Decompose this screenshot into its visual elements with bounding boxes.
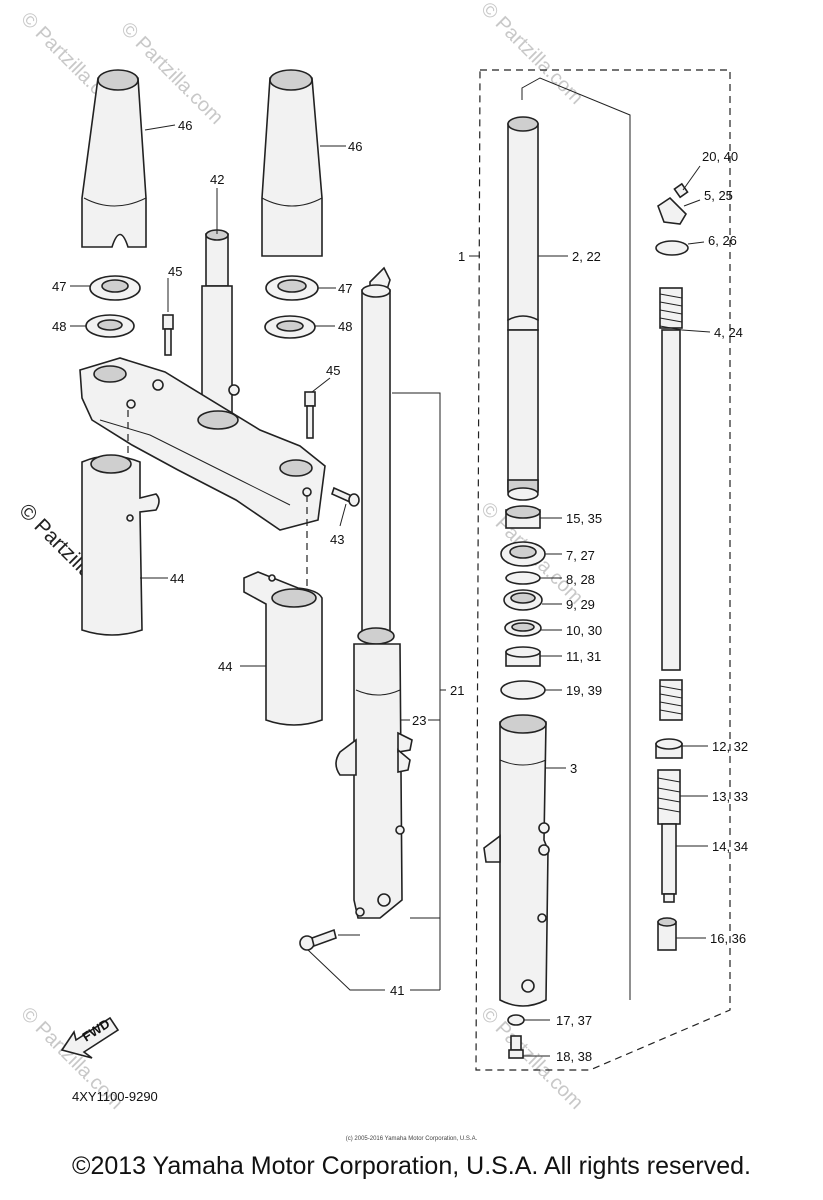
callout-4-24: 4, 24: [714, 325, 743, 340]
leader-lines-right: [469, 77, 711, 1057]
callout-18-38: 18, 38: [556, 1049, 592, 1064]
callout-43: 43: [330, 532, 344, 547]
part-45-bolt-left: [162, 314, 174, 356]
callout-labels: 1 2, 22 3 4, 24 5, 25 6, 26 7, 27 8, 28 …: [52, 118, 748, 1064]
callout-14-34: 14, 34: [712, 839, 748, 854]
bolt-hole: [355, 907, 365, 917]
part-14-damper-rod: [661, 823, 677, 903]
part-10-washer: [504, 619, 542, 637]
part-46-cover-left: [81, 69, 147, 248]
part-17-washer: [507, 1014, 525, 1026]
part-44-tube-right: [243, 571, 323, 726]
callout-44-left: 44: [170, 571, 184, 586]
callout-45-left: 45: [168, 264, 182, 279]
callout-21: 21: [450, 683, 464, 698]
callout-5-25: 5, 25: [704, 188, 733, 203]
part-47-washer-right: [265, 275, 319, 301]
part-15-bushing: [505, 505, 541, 529]
callout-44-right: 44: [218, 659, 232, 674]
triple-clamp-bracket: [79, 357, 326, 531]
part-5-cap-bolt: [657, 196, 688, 225]
part-19-oring: [500, 680, 546, 700]
part-41-bolt: [299, 928, 337, 951]
callout-19-39: 19, 39: [566, 683, 602, 698]
callout-9-29: 9, 29: [566, 597, 595, 612]
callout-47-right: 47: [338, 281, 352, 296]
part-8-ring: [505, 571, 541, 585]
part-3-lower-tube: [483, 714, 550, 1007]
callout-17-37: 17, 37: [556, 1013, 592, 1028]
part-48-washer-left: [85, 314, 135, 338]
callout-11-31: 11, 31: [566, 649, 601, 664]
callout-2-22: 2, 22: [572, 249, 601, 264]
part-44-tube-left: [81, 454, 160, 636]
part-9-seal: [503, 589, 543, 611]
copyright-footer: ©2013 Yamaha Motor Corporation, U.S.A. A…: [72, 1152, 751, 1180]
part-48-washer-right: [264, 315, 316, 339]
part-2-outer-tube: [507, 116, 539, 501]
part-43-bolt: [331, 486, 360, 507]
part-45-bolt-right: [304, 391, 316, 439]
part-47-washer-left: [89, 275, 141, 301]
callout-13-33: 13, 33: [712, 789, 748, 804]
callout-20-40: 20, 40: [702, 149, 738, 164]
diagram-code: 4XY1100-9290: [72, 1089, 158, 1104]
part-13-spring: [657, 769, 681, 825]
callout-23: 23: [412, 713, 426, 728]
part-46-cover-right: [261, 69, 323, 257]
part-6-oring: [655, 240, 689, 256]
callout-7-27: 7, 27: [566, 548, 595, 563]
part-16-oil-lock: [657, 917, 677, 951]
copyright-small: (c) 2005-2016 Yamaha Motor Corporation, …: [345, 1136, 478, 1142]
callout-47-left: 47: [52, 279, 66, 294]
fwd-arrow-icon: FWD: [60, 1016, 120, 1059]
callout-6-26: 6, 26: [708, 233, 737, 248]
leader-lines-left: [70, 124, 446, 991]
callout-46-left: 46: [178, 118, 192, 133]
callout-3: 3: [570, 761, 577, 776]
part-4-spring: [659, 287, 683, 721]
callout-46-right: 46: [348, 139, 362, 154]
callout-12-32: 12, 32: [712, 739, 748, 754]
callout-8-28: 8, 28: [566, 572, 595, 587]
callout-16-36: 16, 36: [710, 931, 746, 946]
callout-1: 1: [458, 249, 465, 264]
callout-42: 42: [210, 172, 224, 187]
watermark-top-right: © Partzilla.com: [476, 0, 587, 109]
part-11-bushing: [505, 646, 541, 667]
part-12-collar: [655, 738, 683, 759]
dashed-group-boundary: [475, 69, 731, 1071]
callout-15-35: 15, 35: [566, 511, 602, 526]
part-21-fork-assembly: [335, 266, 413, 919]
part-7-seal: [500, 541, 546, 567]
callout-48-right: 48: [338, 319, 352, 334]
callout-10-30: 10, 30: [566, 623, 602, 638]
callout-48-left: 48: [52, 319, 66, 334]
callout-45-right: 45: [326, 363, 340, 378]
part-18-bolt: [508, 1035, 524, 1059]
callout-41: 41: [390, 983, 404, 998]
